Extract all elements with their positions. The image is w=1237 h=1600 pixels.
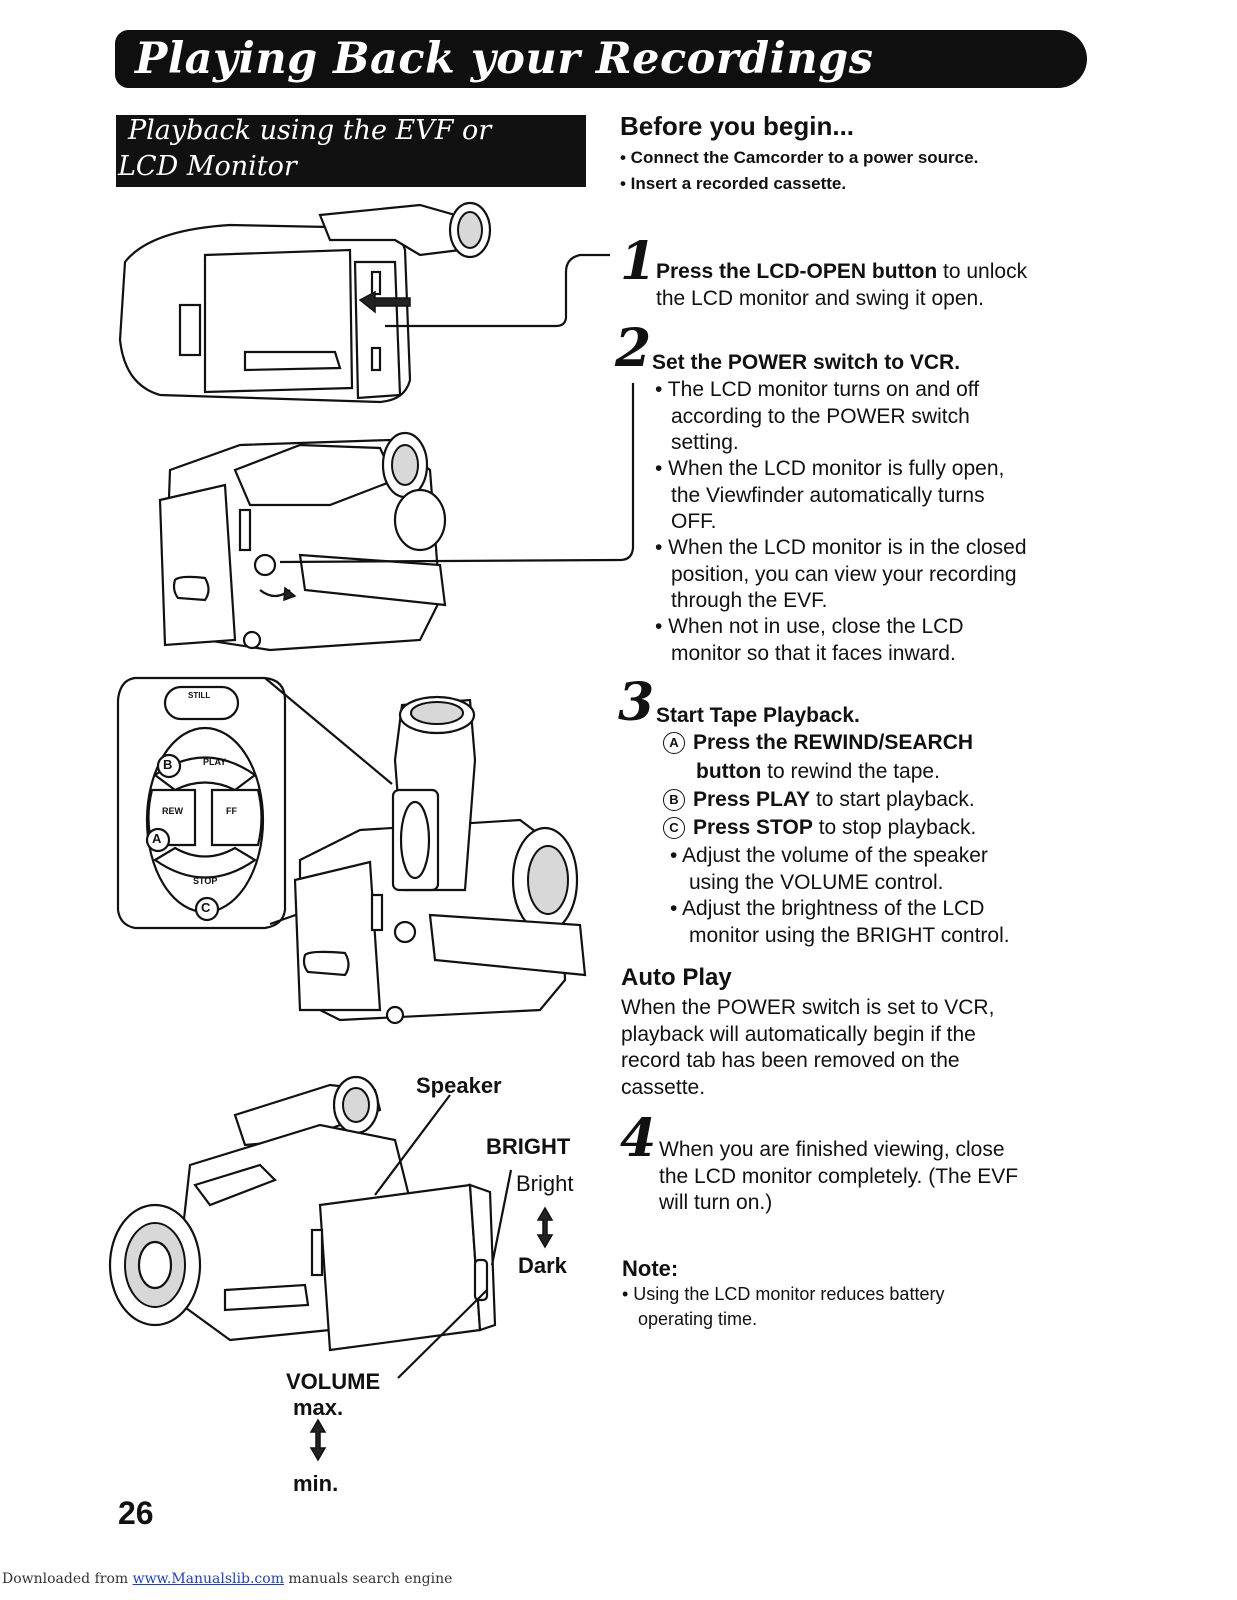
step-4-line1: When you are finished viewing, close (659, 1138, 1005, 1161)
step-3-bullet-1-line1: • Adjust the volume of the speaker (670, 844, 988, 867)
rew-label: REW (162, 806, 183, 816)
step-3-a-line2: button to rewind the tape. (696, 759, 940, 786)
title-bar (115, 30, 1087, 88)
footer-link[interactable]: www.Manualslib.com (132, 1571, 284, 1587)
play-label: PLAY (203, 757, 227, 767)
bright-high-label: Bright (516, 1171, 574, 1196)
step-2-bullet-3-line2: position, you can view your recording (671, 562, 1017, 586)
step-2-bullet-4-line1: • When not in use, close the LCD (655, 615, 964, 638)
before-bullet-2: • Insert a recorded cassette. (620, 174, 847, 193)
mark-b-icon: B (663, 789, 685, 811)
before-heading: Before you begin... (620, 111, 855, 141)
note-line1: • Using the LCD monitor reduces battery (622, 1284, 945, 1304)
step-2-bullet-3: • When the LCD monitor is in the closed … (655, 535, 1027, 615)
step-1-line1: Press the LCD-OPEN button to unlock (656, 259, 1027, 286)
auto-play-line2: playback will automatically begin if the (621, 1022, 976, 1046)
mark-b-label: B (163, 757, 173, 772)
camcorder-closed-illustration (118, 201, 492, 404)
step-1-line2: the LCD monitor and swing it open. (656, 287, 985, 310)
mark-c-icon: C (663, 817, 685, 839)
step-2-bullet-1-line1: • The LCD monitor turns on and off (655, 378, 980, 401)
mark-c-label: C (201, 900, 211, 915)
mark-a-label: A (152, 831, 162, 846)
step-2-bullet-2: • When the LCD monitor is fully open, th… (655, 456, 1004, 536)
step-3-a-bold2: button (696, 760, 762, 783)
step-3-c: C Press STOP to stop playback. (663, 815, 976, 842)
step-3-b-rest: to start playback. (810, 788, 975, 811)
step-3-bullet-2-line1: • Adjust the brightness of the LCD (670, 897, 985, 920)
step-4-line3: will turn on.) (659, 1191, 773, 1214)
auto-play-line3: record tab has been removed on the (621, 1049, 960, 1072)
max-min-arrow-icon (309, 1418, 327, 1462)
camcorder-evf-illustration (293, 695, 587, 1025)
step-1-bold: Press the LCD-OPEN button (656, 260, 938, 283)
step-2-heading: Set the POWER switch to VCR. (652, 351, 961, 374)
control-panel-illustration (116, 676, 396, 930)
step-3-c-bold: Press STOP (693, 816, 813, 839)
stop-label: STOP (193, 876, 218, 886)
step-2-bullet-1-line2: according to the POWER switch (671, 404, 970, 428)
page-title: Playing Back your Recordings (135, 34, 874, 84)
before-bullet-1: • Connect the Camcorder to a power sourc… (620, 148, 979, 167)
step-4-number: 4 (620, 1108, 657, 1169)
auto-play-text: When the POWER switch is set to VCR, pla… (621, 995, 994, 1101)
bright-low-label: Dark (518, 1253, 567, 1278)
step-2-number: 2 (615, 318, 652, 379)
note-heading: Note: (622, 1256, 679, 1281)
mark-a-icon: A (663, 732, 685, 754)
camcorder-lcd-illustration (108, 1075, 497, 1352)
still-label: STILL (188, 691, 211, 700)
camcorder-open-illustration (158, 431, 447, 652)
step-3-bullet-2: • Adjust the brightness of the LCD monit… (670, 896, 1010, 949)
note-line2: operating time. (638, 1309, 758, 1329)
step-1-number: 1 (620, 231, 657, 292)
step-3-bullet-1: • Adjust the volume of the speaker using… (670, 843, 988, 896)
bright-label: BRIGHT (486, 1134, 571, 1159)
ff-label: FF (226, 806, 237, 816)
step-3-c-rest: to stop playback. (812, 816, 977, 839)
volume-min-label: min. (293, 1471, 339, 1496)
page-number: 26 (118, 1495, 154, 1531)
step-4-line2: the LCD monitor completely. (The EVF (659, 1164, 1019, 1188)
step-3-b-bold: Press PLAY (693, 788, 811, 811)
step-3-a: A Press the REWIND/SEARCH (663, 730, 973, 757)
step-2-bullet-1: • The LCD monitor turns on and off accor… (655, 377, 979, 457)
footer: Downloaded from www.Manualslib.com manua… (2, 1571, 452, 1587)
step-3-b: B Press PLAY to start playback. (663, 787, 975, 814)
step-2-bullet-3-line3: through the EVF. (671, 589, 828, 612)
step-1-rest: to unlock (937, 260, 1028, 283)
step-4-text: When you are finished viewing, close the… (659, 1137, 1018, 1217)
volume-label: VOLUME (286, 1369, 381, 1394)
auto-play-line1: When the POWER switch is set to VCR, (621, 996, 995, 1019)
step-3-heading: Start Tape Playback. (656, 704, 860, 727)
step-3-bullet-2-line2: monitor using the BRIGHT control. (689, 923, 1010, 947)
step-3-a-rest: to rewind the tape. (761, 760, 940, 783)
section-heading-line2: LCD Monitor (118, 151, 297, 182)
volume-max-label: max. (293, 1395, 344, 1420)
step-3-number: 3 (618, 672, 655, 733)
note-text: • Using the LCD monitor reduces battery … (622, 1282, 944, 1332)
bright-dark-arrow-icon (536, 1206, 554, 1249)
step-2-bullet-2-line2: the Viewfinder automatically turns (671, 483, 985, 507)
step-2-bullet-4-line2: monitor so that it faces inward. (671, 641, 956, 665)
speaker-label: Speaker (416, 1073, 502, 1098)
step-2-bullet-2-line1: • When the LCD monitor is fully open, (655, 457, 1005, 480)
section-heading-box (116, 115, 586, 187)
step-2-bullet-3-line1: • When the LCD monitor is in the closed (655, 536, 1027, 559)
step-3-bullet-1-line2: using the VOLUME control. (689, 870, 944, 894)
footer-prefix: Downloaded from (2, 1571, 133, 1587)
footer-suffix: manuals search engine (283, 1571, 453, 1587)
section-heading-line1: Playback using the EVF or (128, 115, 492, 146)
step-2-bullet-2-line3: OFF. (671, 510, 717, 533)
auto-play-line4: cassette. (621, 1075, 706, 1099)
auto-play-heading: Auto Play (621, 964, 732, 991)
step-2-bullet-4: • When not in use, close the LCD monitor… (655, 614, 964, 667)
step-3-a-bold: Press the REWIND/SEARCH (693, 731, 974, 754)
step-2-bullet-1-line3: setting. (671, 431, 739, 454)
